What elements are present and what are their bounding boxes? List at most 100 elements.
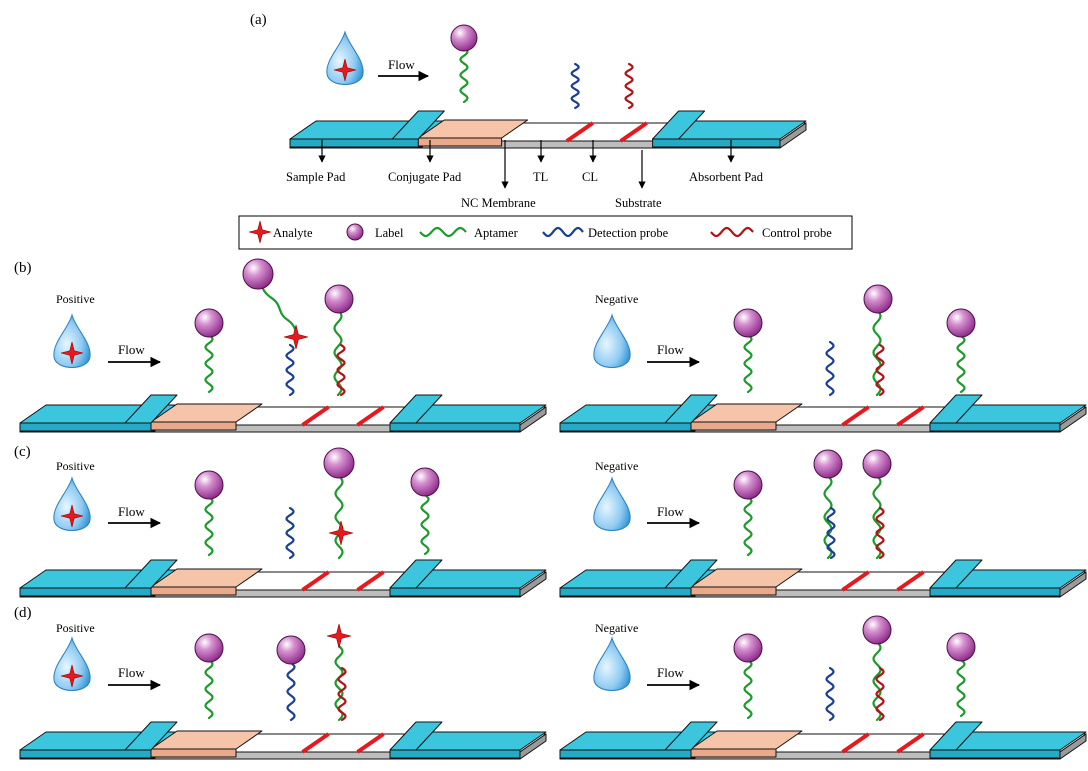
strip-c-neg-absorbent-pad-front (929, 587, 1061, 597)
c-neg-conj-label (733, 470, 763, 500)
d-neg-cl-label (862, 615, 892, 645)
strip-a-sample-pad-front (289, 138, 423, 148)
strip-b-pos-sample-pad-front (19, 422, 156, 432)
b-neg-conj-label (733, 308, 763, 338)
legend-analyte-icon (248, 220, 272, 244)
strip-c-neg-conjugate-pad-front (690, 586, 777, 596)
panel-c-positive-label: Positive (56, 459, 95, 473)
d-neg-cl-probe (875, 666, 885, 722)
c-neg-cl-probe (875, 506, 885, 560)
c-pos-conj-aptamer (204, 495, 214, 557)
strip-d-neg-control-line (896, 732, 925, 754)
strip-d-pos-sample-pad-bump (124, 721, 178, 751)
c-pos-cl-aptamer (334, 474, 344, 560)
legend-aptamer-icon (419, 226, 467, 238)
d-pos-cl-probe (337, 666, 347, 722)
strip-d-neg-sample-pad-front (559, 749, 696, 759)
panel-c-label: (c) (14, 444, 31, 460)
drop-a-analyte (333, 58, 357, 82)
drop-d-neg (593, 636, 631, 691)
strip-b-pos-control-line (356, 405, 385, 427)
strip-d-neg-test-line (841, 732, 870, 754)
flow-label-a: Flow (388, 57, 415, 72)
strip-c-pos-sample-pad-bump (124, 559, 178, 589)
legend-detection-icon (542, 226, 584, 238)
strip-d-pos-control-line (356, 732, 385, 754)
drop-b-pos-analyte (60, 341, 84, 365)
strip-c-neg-sample-pad-front (559, 587, 696, 597)
absorbent-pad-label: Absorbent Pad (689, 170, 764, 184)
d-pos-conj-aptamer (204, 658, 214, 720)
flow-label-b-pos: Flow (118, 342, 145, 357)
drop-c-neg (593, 476, 631, 531)
sample-pad-label: Sample Pad (286, 170, 346, 184)
b-pos-cl-label (324, 284, 354, 314)
flow-label-b-neg: Flow (657, 342, 684, 357)
d-pos-tl-probe (286, 661, 296, 722)
b-pos-tl-analyte (283, 324, 309, 350)
strip-a-absorbent-pad-front (652, 138, 781, 148)
strip-d-pos-sample-pad-front (19, 749, 156, 759)
strip-c-pos-control-line (356, 570, 385, 592)
flow-label-d-neg: Flow (657, 665, 684, 680)
strip-c-neg-absorbent-pad-bump (929, 559, 983, 589)
strip-d-neg-absorbent-pad-bump (929, 721, 983, 751)
strip-c-pos-test-line (301, 570, 330, 592)
c-neg-tl-probe (826, 506, 836, 560)
drop-a (326, 30, 364, 85)
b-neg-conj-aptamer (743, 333, 753, 394)
b-pos-conj-aptamer (204, 333, 214, 394)
strip-d-pos-conjugate-pad-front (150, 748, 237, 758)
nc-membrane-label: NC Membrane (461, 196, 536, 210)
flow-label-c-pos: Flow (118, 504, 145, 519)
legend-analyte-label: Analyte (273, 226, 313, 240)
strip-b-pos-absorbent-pad-front (389, 422, 521, 432)
strip-b-neg-sample-pad-front (559, 422, 696, 432)
c-neg-conj-aptamer (743, 495, 753, 557)
c-pos-conj-label (194, 470, 224, 500)
strip-d-neg-absorbent-pad-front (929, 749, 1061, 759)
c-neg-cl-aptamer (872, 474, 882, 560)
d-neg-cl-aptamer (872, 640, 882, 722)
strip-b-pos-test-line (301, 405, 330, 427)
c-pos-cl-analyte (328, 520, 354, 546)
strip-d-pos-test-line (301, 732, 330, 754)
d-neg-tl-probe (825, 666, 835, 722)
strip-b-neg-absorbent-pad-bump (929, 394, 983, 424)
flow-label-d-pos: Flow (118, 665, 145, 680)
flow-label-c-neg: Flow (657, 504, 684, 519)
strip-d-pos-absorbent-pad-bump (389, 721, 443, 751)
b-pos-tl-label (242, 258, 274, 290)
cl-label: CL (582, 170, 598, 184)
drop-c-pos (53, 476, 91, 531)
legend-control-icon (710, 226, 754, 238)
d-neg-conj-aptamer (743, 658, 753, 720)
strip-c-neg-control-line (896, 570, 925, 592)
b-neg-abs-aptamer (956, 334, 966, 394)
strip-a-control-line (619, 121, 648, 143)
strip-c-pos-sample-pad-front (19, 587, 156, 597)
c-pos-abs-label (410, 467, 440, 497)
c-neg-cl-label (862, 449, 892, 479)
conjugate-pad-label: Conjugate Pad (388, 170, 462, 184)
legend-label-label: Label (375, 226, 404, 240)
panel-d-label: (d) (14, 605, 32, 621)
b-pos-tl-aptamer (261, 286, 298, 333)
strip-b-pos-absorbent-pad-bump (389, 394, 443, 424)
b-neg-cl-aptamer (872, 308, 882, 397)
diagram-shapes (19, 24, 1087, 760)
tl-label: TL (533, 170, 548, 184)
b-neg-abs-label (946, 308, 976, 338)
d-neg-abs-aptamer (956, 658, 966, 718)
strip-a-test-line (565, 121, 594, 143)
b-neg-cl-label (863, 284, 893, 314)
c-neg-tl-aptamer (823, 474, 833, 560)
strip-b-neg-conjugate-pad-front (690, 421, 777, 431)
strip-b-pos-sample-pad-bump (124, 394, 178, 424)
panel-d-negative-label: Negative (595, 621, 638, 635)
strip-b-neg-sample-pad-bump (664, 394, 718, 424)
substrate-label: Substrate (615, 196, 662, 210)
drop-b-pos (53, 313, 91, 368)
b-neg-cl-probe (875, 343, 885, 397)
